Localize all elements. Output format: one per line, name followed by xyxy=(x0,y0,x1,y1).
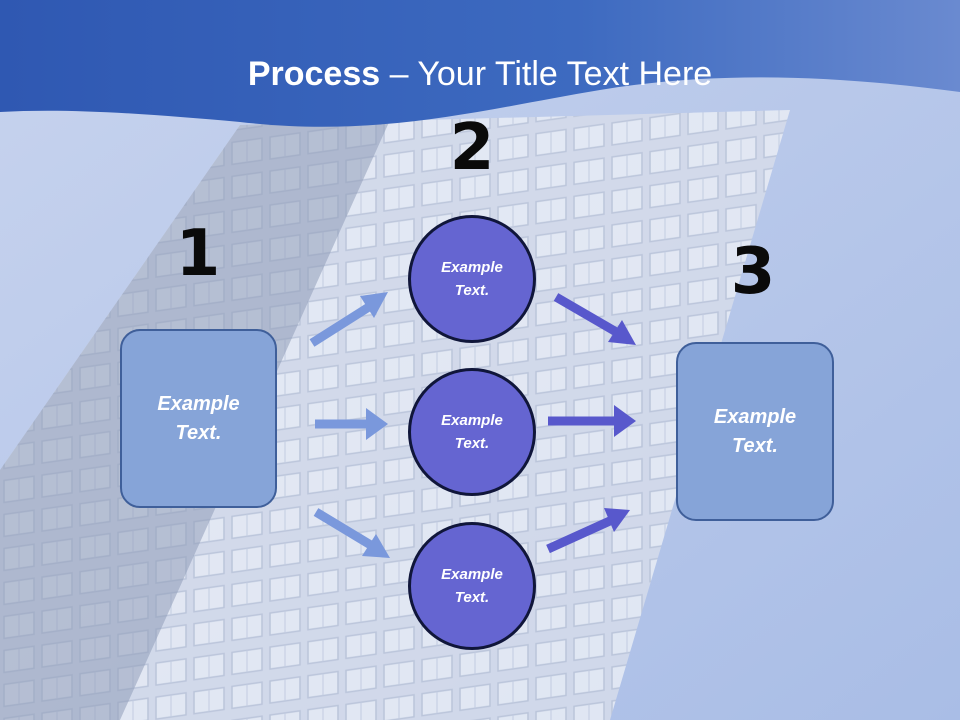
arrows xyxy=(309,292,636,558)
arrow-2-to-3-bottom xyxy=(546,508,630,554)
step-2-circle-top: Example Text. xyxy=(408,215,536,343)
step-2-top-text: Example Text. xyxy=(441,259,503,299)
stage-number-3: 3 xyxy=(730,235,776,309)
header-banner xyxy=(0,0,960,127)
arrow-2-to-3-middle xyxy=(548,405,636,437)
step-3-box: Example Text. xyxy=(676,342,834,521)
arrow-1-to-2-top xyxy=(309,292,388,347)
step-1-text: Example Text. xyxy=(157,392,240,444)
step-2-bottom-text: Example Text. xyxy=(441,566,503,606)
arrow-1-to-2-bottom xyxy=(313,508,390,558)
step-2-circle-middle: Example Text. xyxy=(408,368,536,496)
title-rest: – Your Title Text Here xyxy=(380,55,713,93)
stage-number-1: 1 xyxy=(175,217,221,291)
step-2-circle-bottom: Example Text. xyxy=(408,522,536,650)
arrow-1-to-2-middle xyxy=(315,408,388,440)
arrow-2-to-3-top xyxy=(553,293,636,345)
step-3-text: Example Text. xyxy=(713,405,797,457)
step-2-middle-text: Example Text. xyxy=(441,412,503,452)
step-1-box: Example Text. xyxy=(120,329,277,508)
stage-number-2: 2 xyxy=(449,111,495,185)
title-bold: Process xyxy=(247,55,381,93)
slide-title: Process – Your Title Text Here xyxy=(0,52,960,96)
